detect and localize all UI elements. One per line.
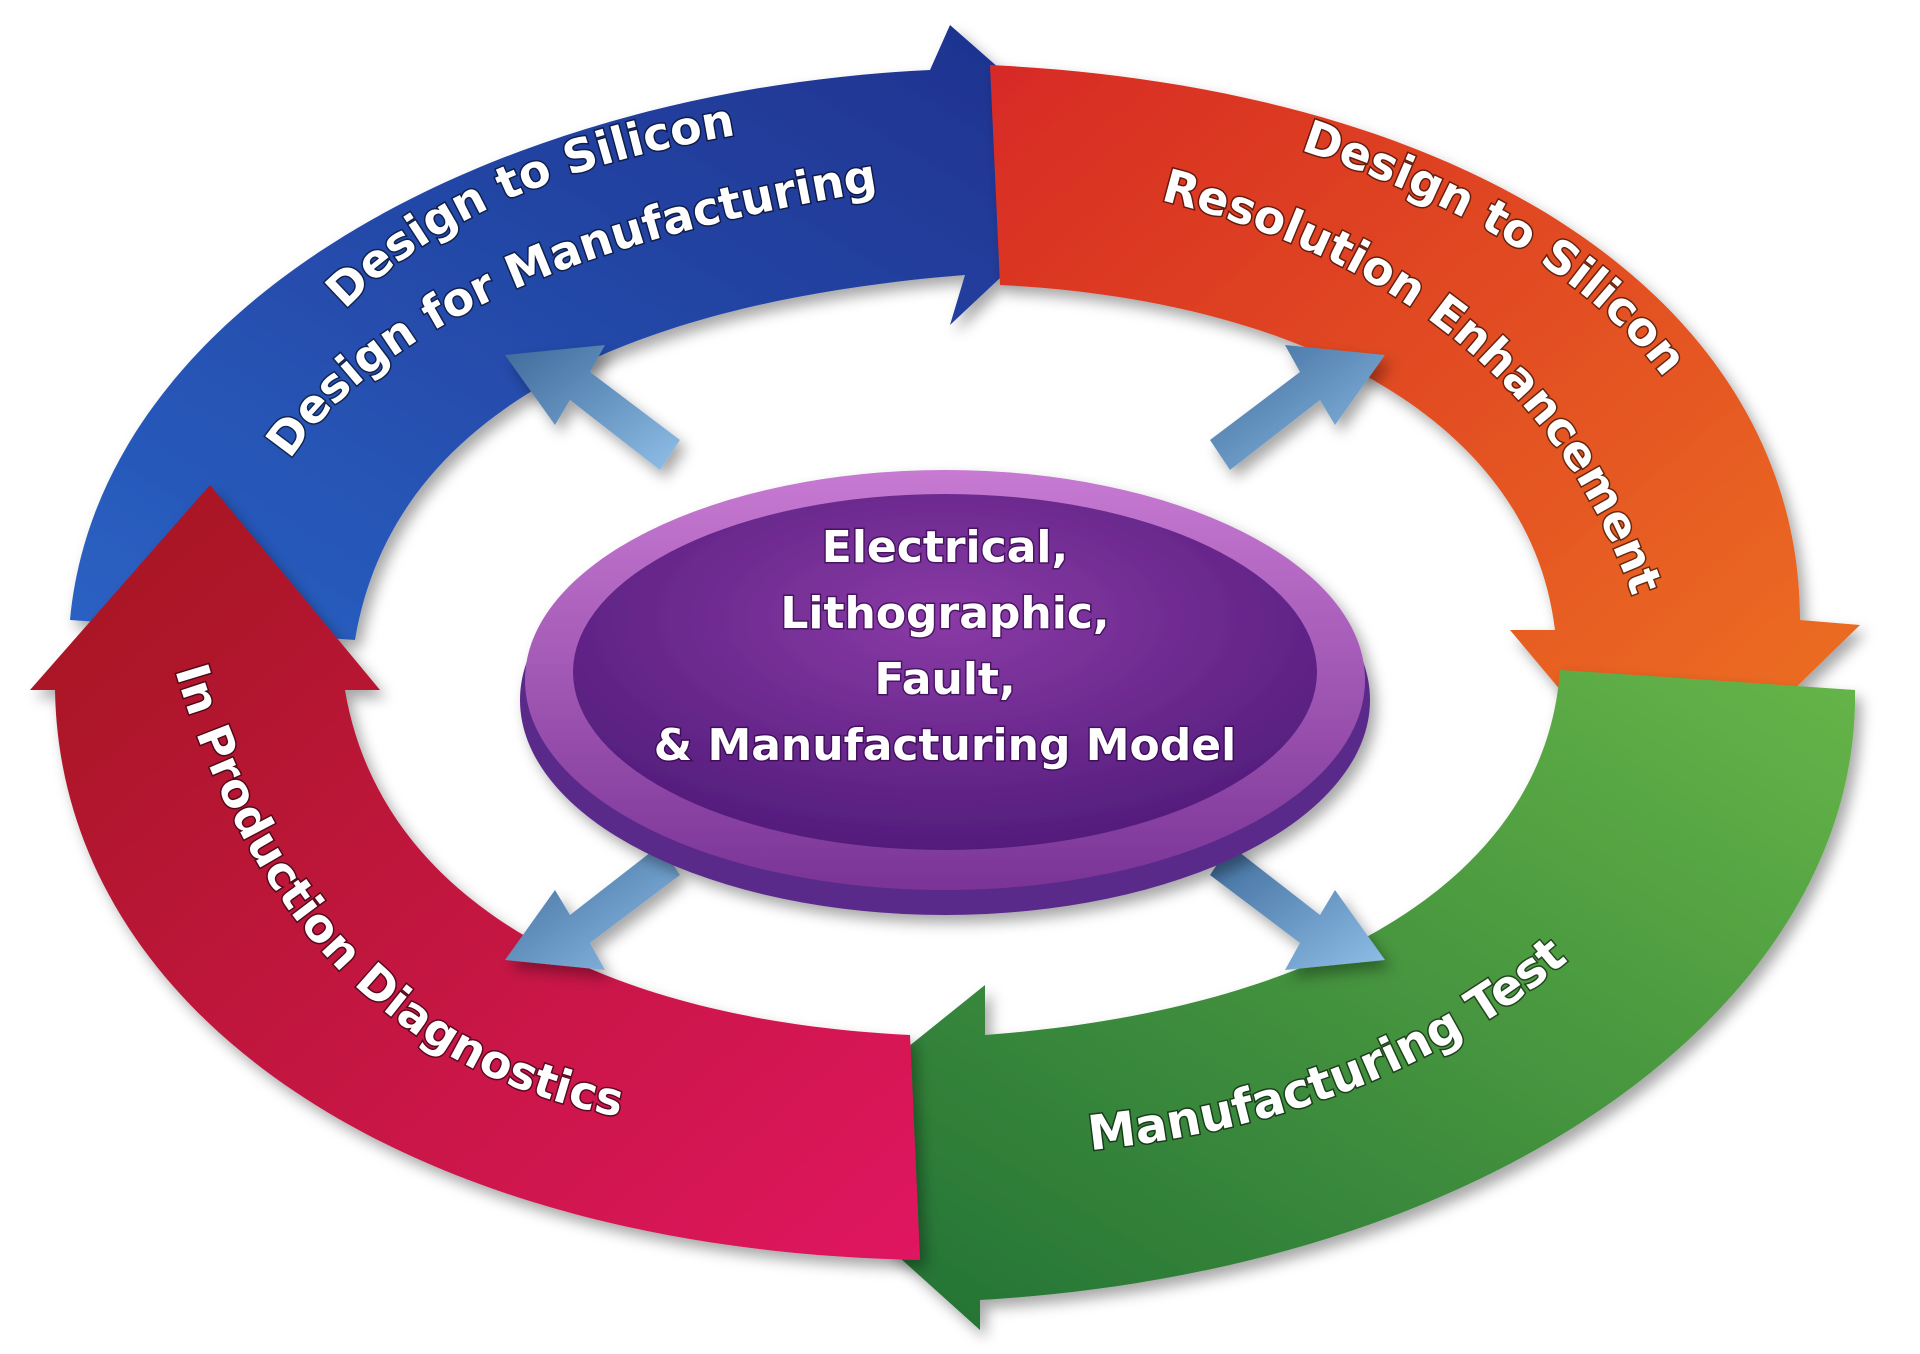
connector-arrow-bottom-right	[1210, 845, 1385, 970]
center-line-4: & Manufacturing Model	[654, 720, 1236, 771]
connector-arrow-top-right	[1210, 345, 1385, 470]
center-line-3: Fault,	[874, 654, 1015, 705]
arrow-segment-ret	[990, 65, 1860, 815]
connector-arrow-bottom-left	[505, 845, 680, 970]
connector-arrow-top-left	[505, 345, 680, 470]
arrow-segment-dfm	[70, 25, 1115, 640]
center-disc-face	[573, 494, 1317, 850]
center-line-2: Lithographic,	[780, 588, 1109, 639]
center-model-disc	[520, 470, 1370, 915]
center-label: Electrical, Lithographic, Fault, & Manuf…	[652, 521, 1237, 773]
center-line-1: Electrical,	[822, 522, 1068, 573]
arrow-segment-diag	[30, 485, 920, 1260]
arrow-segment-test	[780, 670, 1856, 1330]
connector-arrows	[505, 345, 1385, 970]
